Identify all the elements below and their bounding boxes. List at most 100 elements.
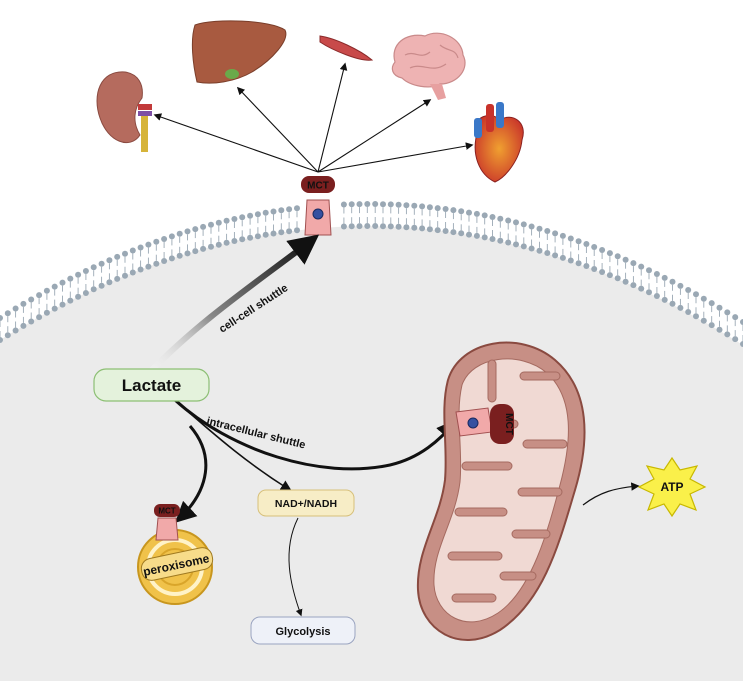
peroxisome-arrow [174,425,208,523]
lipid-head [82,290,89,296]
lipid-head [340,201,347,208]
lipid-head [567,235,574,242]
lipid-head [294,205,300,212]
lipid-head [481,212,488,219]
lipid-head [575,238,582,245]
lipid-head [254,233,261,240]
lipid-head [176,230,183,237]
muscle-icon [319,35,374,61]
lipid-head [380,223,386,230]
lipid-head [20,300,27,307]
lipid-head [583,241,590,247]
lipid-head [434,227,441,234]
lipid-head [466,209,472,216]
lipid-head [176,252,183,259]
lipid-head [403,202,410,209]
lipid-head [129,247,136,254]
atp-arrow [582,482,640,506]
lipid-head [247,234,254,241]
lipid-head [426,226,433,233]
lipid-head [67,297,74,304]
lipid-head [36,314,43,321]
lipid-head [395,223,402,230]
lipid-head [630,282,637,289]
lipid-head [403,224,410,231]
lipid-head [724,331,731,338]
lipid-head [51,283,58,290]
lipid-head [599,269,606,275]
lipid-head [137,244,144,251]
lipid-head [75,293,82,300]
lipid-head [740,319,743,325]
lipid-head [223,239,230,246]
lipid-head [278,207,285,214]
nad-node: NAD+/NADH [257,489,355,517]
lipid-head [122,272,128,279]
lipid-head [669,300,676,307]
lipid-head [473,210,480,217]
lipid-head [622,278,629,285]
lipid-head [208,221,214,228]
lipid-head [646,267,652,274]
lipid-head [653,293,660,299]
peroxisome: peroxisome MCT [137,504,214,605]
lipid-head [387,201,394,208]
lipid-head [481,234,488,241]
lipid-head [450,207,457,214]
lipid-head [536,247,543,254]
atp-label: ATP [660,480,683,494]
lipid-head [106,279,113,286]
atp-star: ATP [637,456,707,518]
lipid-head [364,223,371,229]
lipid-head [700,295,707,302]
lipid-head [497,215,504,222]
lipid-head [606,250,613,257]
lipid-head [513,241,519,248]
lipid-head [340,223,347,230]
kidney-icon [96,71,152,152]
lipid-head [145,241,152,248]
lipid-head [75,271,82,278]
lipid-head [161,236,168,242]
lipid-head [153,238,160,245]
lipid-head [528,245,535,252]
lipid-head [215,219,222,226]
lipid-head [239,214,246,221]
lipid-head [4,310,11,317]
lipid-head [294,227,300,234]
lipid-head [67,275,74,282]
glycolysis-label: Glycolysis [275,626,330,638]
lipid-head [0,315,3,321]
lipid-head [559,254,566,261]
lipid-head [442,228,449,234]
lipid-head [270,230,277,237]
lipid-head [442,206,449,212]
lipid-head [114,253,121,260]
lipid-head [200,245,207,252]
lipid-head [458,230,465,237]
lipid-head [552,230,559,237]
lipid-head [348,223,355,230]
lipid-head [732,336,739,343]
cell-membrane [0,201,743,347]
lipid-head [708,322,715,329]
lipid-head [28,296,35,303]
lipid-head [262,231,269,238]
lipid-head [489,214,496,220]
lipid-head [567,257,574,264]
lipid-head [724,309,731,316]
lipid-head [669,278,676,285]
lipid-head [591,266,598,272]
lipid-head [215,241,222,248]
lipid-head [646,289,652,296]
lipid-head [12,327,19,334]
lipid-head [51,305,58,312]
lipid-head [98,260,105,267]
lipid-head [161,258,168,264]
lipid-head [90,264,97,271]
lipid-head [419,203,426,210]
lipid-head [575,260,582,267]
lipid-head [591,244,598,250]
lipid-head [106,257,113,264]
